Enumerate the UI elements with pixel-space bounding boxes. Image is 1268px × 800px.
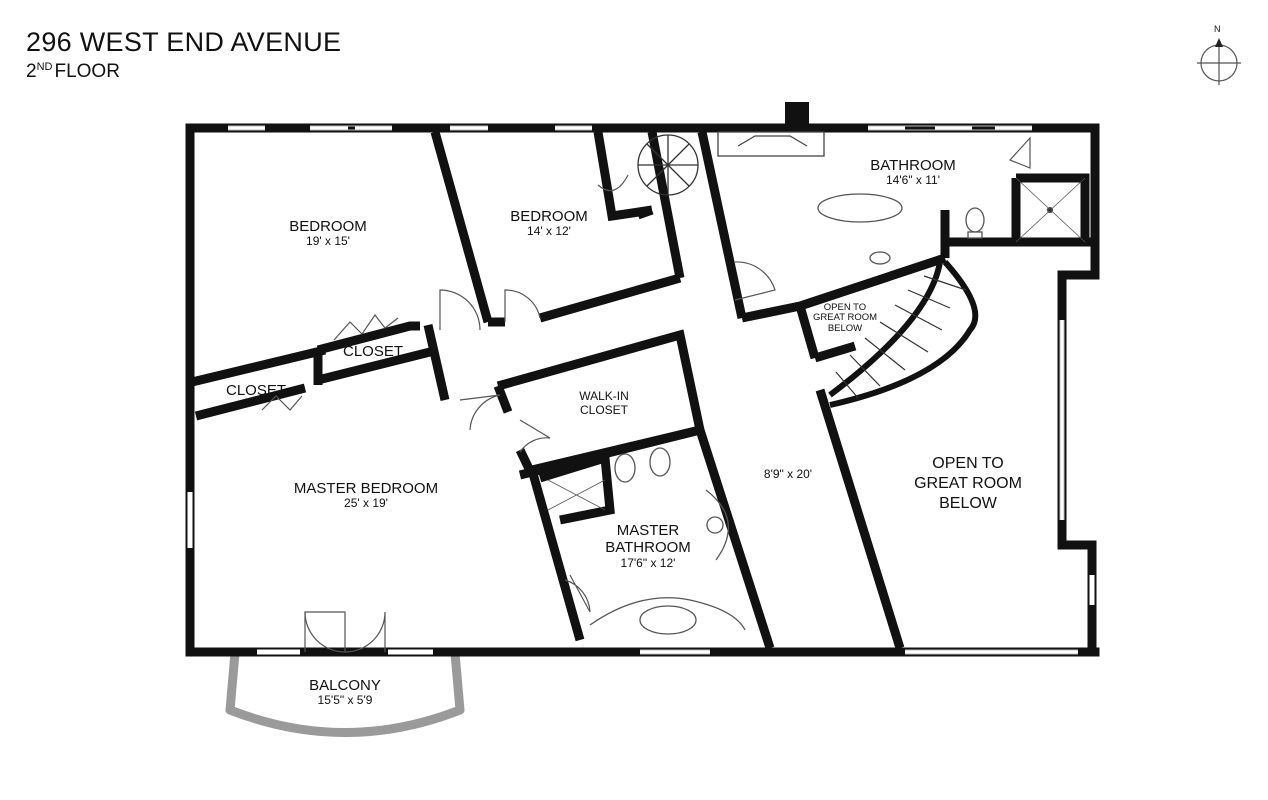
balcony-rail xyxy=(225,652,465,737)
bathroom-fixtures xyxy=(817,177,1086,265)
doors xyxy=(261,136,1031,653)
window-panes xyxy=(228,125,1078,655)
address-title: 296 WEST END AVENUE xyxy=(26,27,342,57)
exterior-walls xyxy=(185,123,1100,657)
chimney xyxy=(785,102,809,128)
compass-north-label: N xyxy=(1214,24,1221,34)
fireplace xyxy=(717,131,825,157)
compass-icon xyxy=(1197,38,1241,85)
room-closet-1: CLOSET xyxy=(342,343,404,360)
interior-walls xyxy=(190,130,1095,650)
room-hallway: 8'9" x 20' xyxy=(763,467,813,481)
curved-staircase xyxy=(828,259,979,408)
windows xyxy=(187,125,1095,655)
spiral-stair xyxy=(637,134,699,196)
room-closet-2: CLOSET xyxy=(225,382,287,399)
master-bath-fixtures xyxy=(547,447,746,635)
